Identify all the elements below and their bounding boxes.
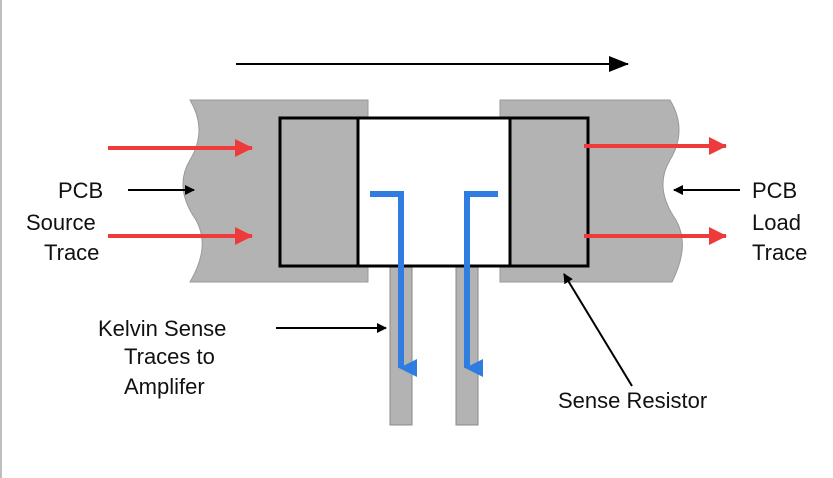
kelvin-label-line1: Kelvin Sense bbox=[98, 316, 226, 341]
load-label-line3: Trace bbox=[752, 240, 807, 265]
source-label-line2: Source bbox=[26, 210, 96, 235]
source-label-line1: PCB bbox=[58, 178, 103, 203]
kelvin-label-line2: Traces to bbox=[124, 344, 215, 369]
sense-path-right bbox=[464, 191, 498, 377]
load-label-line1: PCB bbox=[752, 178, 797, 203]
sense-resistor-label: Sense Resistor bbox=[558, 388, 707, 413]
resistor-pad-left bbox=[278, 116, 360, 268]
resistor-pad-right bbox=[508, 116, 590, 268]
load-label-line2: Load bbox=[752, 210, 801, 235]
sense-path-left bbox=[370, 191, 417, 377]
kelvin-label-line3: Amplifer bbox=[124, 374, 205, 399]
resistor-leader-arrow bbox=[563, 273, 633, 387]
source-label-line3: Trace bbox=[44, 240, 99, 265]
